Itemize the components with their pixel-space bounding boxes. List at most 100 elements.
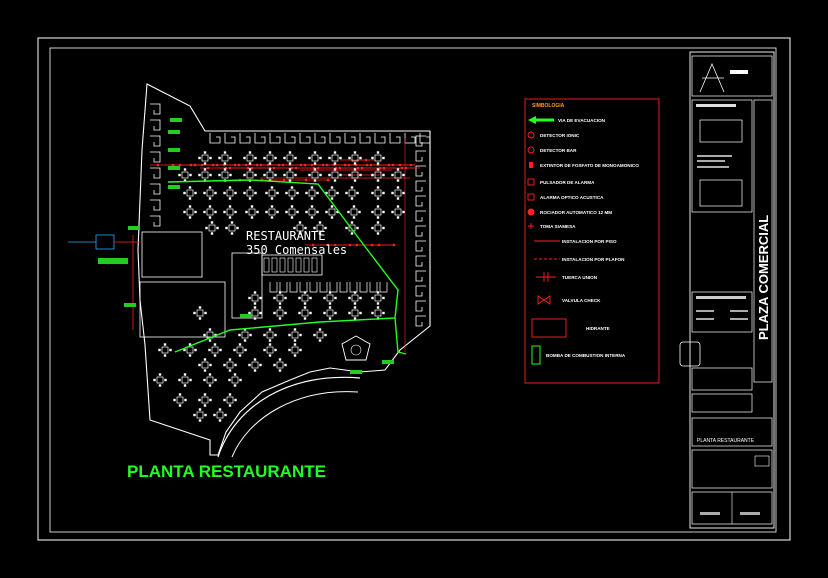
core-cell [269,282,278,293]
chair [234,210,237,214]
sprinkler [304,178,308,182]
wall-key-segment [404,133,416,144]
chair [316,191,319,195]
chair [333,151,337,154]
chair [334,311,337,315]
chair [288,179,292,182]
chair [188,343,192,346]
chair [198,398,201,402]
wall-key-segment [284,133,296,144]
chair [248,311,251,315]
table [268,189,276,197]
wall-key-segment [415,180,426,192]
chair [184,398,187,402]
red-check-valve-icon [537,295,551,305]
chair [203,210,206,214]
chair [268,339,272,342]
chair [371,156,374,160]
legend-item: TUERCA UNION [536,272,598,282]
chair [248,197,252,200]
red-union-icon [536,272,556,282]
chair [348,173,351,177]
chair [228,378,231,382]
core-cell [329,282,338,293]
chair [396,186,400,189]
sprinkler [348,243,352,247]
chair [268,151,272,154]
chair [290,197,294,200]
chair [223,151,227,154]
red-rectangle-icon [531,318,567,338]
table [374,309,382,317]
chair [313,226,316,230]
table [201,396,209,404]
chair [359,296,362,300]
sprinkler [246,166,250,170]
chair [371,173,374,177]
chair [376,216,380,219]
chair [353,291,357,294]
chair [298,232,302,235]
chair [225,226,228,230]
chair [209,156,212,160]
chair [198,156,201,160]
chair [353,151,357,154]
wall-key-segment [150,119,161,131]
table [311,171,319,179]
chair [183,179,187,182]
chair [169,348,172,352]
chair [382,226,385,230]
chair [285,210,288,214]
wall-key-segment [415,150,426,162]
kitchen-block [141,231,203,278]
chair [203,358,207,361]
chair [376,221,380,224]
chair [265,210,268,214]
chair [209,173,212,177]
table [394,171,402,179]
chair [376,205,380,208]
red-small-mark-icon [528,223,534,229]
chair [268,328,272,331]
sprinkler [233,163,237,167]
chair [325,191,328,195]
wall-key-segment [415,135,426,147]
evacuation-route [167,179,399,353]
red-square-icon [527,193,535,201]
sprinkler [255,163,259,167]
chair [359,311,362,315]
chair [303,306,307,309]
sprinkler [326,243,330,247]
evacuation-sign [350,370,362,374]
chair [253,302,257,305]
table [328,189,336,197]
chair [223,210,226,214]
chair [194,191,197,195]
chair [305,210,308,214]
legend-item-label: ALARMA OPTICO ACUSTICA [540,195,604,200]
chair [382,173,385,177]
table [186,346,194,354]
chair [188,186,192,189]
core-cell [279,257,286,273]
chair [330,205,334,208]
table [226,208,234,216]
chair [239,378,242,382]
wall-key-segment [150,103,161,115]
wall-key-segment [209,133,221,144]
chair [288,151,292,154]
chair [328,317,332,320]
left-wall-pattern [150,103,161,227]
chair [218,408,222,411]
table [201,361,209,369]
legend-item-label: DETECTOR IONIC [540,133,580,138]
wall-key-segment [415,225,426,237]
chair [198,306,202,309]
chair [198,173,201,177]
chair [299,348,302,352]
sprinkler [378,166,382,170]
table [394,189,402,197]
chair [376,291,380,294]
wall-key-segment [415,315,426,327]
chair [391,173,394,177]
